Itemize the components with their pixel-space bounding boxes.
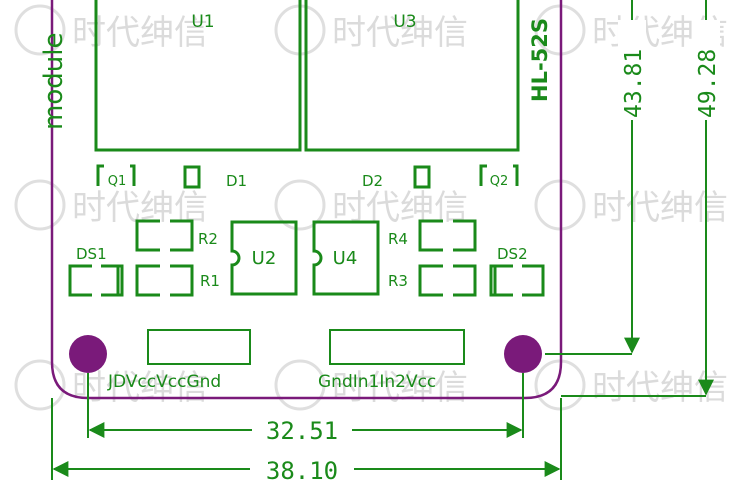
chip-u4-label: U4 xyxy=(333,248,358,269)
dim-hole-height-bg xyxy=(618,20,646,120)
q2-label: Q2 xyxy=(490,174,509,189)
ds2-label: DS2 xyxy=(497,245,528,263)
watermark-7: 时代绅信 xyxy=(14,359,208,411)
relay-u1-outline xyxy=(94,0,302,152)
header-right-label: GndIn1In2Vcc xyxy=(318,372,436,392)
watermark-text-2: 时代绅信 xyxy=(332,13,468,53)
dim-hole-spacing-bg xyxy=(252,416,352,444)
watermark-text-6: 时代绅信 xyxy=(592,188,728,228)
chip-u2-label: U2 xyxy=(252,248,277,269)
chip-u4-outline xyxy=(312,220,380,296)
header-left-outline xyxy=(147,329,251,365)
model-text: HL-52S xyxy=(528,18,552,102)
mounting-hole-right xyxy=(504,335,542,373)
q2-bracket-left xyxy=(479,164,487,186)
mounting-hole-left xyxy=(69,335,107,373)
q2-bracket-right xyxy=(513,164,519,186)
q1-bracket-right xyxy=(130,164,136,186)
q1-bracket-left xyxy=(96,164,104,186)
watermark-text-1: 时代绅信 xyxy=(72,13,208,53)
dim-hole-spacing-label: 32.51 xyxy=(266,417,338,445)
q1-label: Q1 xyxy=(108,174,127,189)
ds1-label: DS1 xyxy=(76,245,107,263)
chip-u2-outline xyxy=(230,220,298,296)
ds1-outline xyxy=(68,264,124,297)
watermark-text-8: 时代绅信 xyxy=(332,368,468,408)
d1-label: D1 xyxy=(226,172,247,190)
r2-outline xyxy=(135,219,194,252)
d2-label: D2 xyxy=(362,172,383,190)
d1-outline xyxy=(183,165,201,189)
watermark-9: 时代绅信 xyxy=(534,359,728,411)
board-outline xyxy=(50,0,563,400)
r1-outline xyxy=(135,264,194,297)
d2-outline xyxy=(413,165,431,189)
r1-label: R1 xyxy=(200,272,220,290)
r4-label: R4 xyxy=(388,230,408,248)
ds2-outline xyxy=(489,264,545,297)
r4-outline xyxy=(418,219,477,252)
relay-u1-label: U1 xyxy=(191,12,214,32)
dim-hole-height-label: 43.81 xyxy=(621,49,647,118)
relay-u3-outline xyxy=(304,0,520,152)
dim-board-height-label: 49.28 xyxy=(695,49,721,118)
module-text: module xyxy=(39,33,69,130)
watermark-text-7: 时代绅信 xyxy=(72,368,208,408)
dim-board-width-bg xyxy=(250,455,354,485)
dim-board-width-label: 38.10 xyxy=(266,457,338,485)
header-right-outline xyxy=(329,329,465,365)
dim-board-height-bg xyxy=(692,20,720,120)
r3-label: R3 xyxy=(388,272,408,290)
header-left-label: JDVccVccGnd xyxy=(107,372,221,392)
watermark-text-9: 时代绅信 xyxy=(592,368,728,408)
r2-label: R2 xyxy=(198,230,218,248)
r3-outline xyxy=(418,264,477,297)
watermark-8: 时代绅信 xyxy=(274,359,468,411)
relay-u3-label: U3 xyxy=(393,12,416,32)
